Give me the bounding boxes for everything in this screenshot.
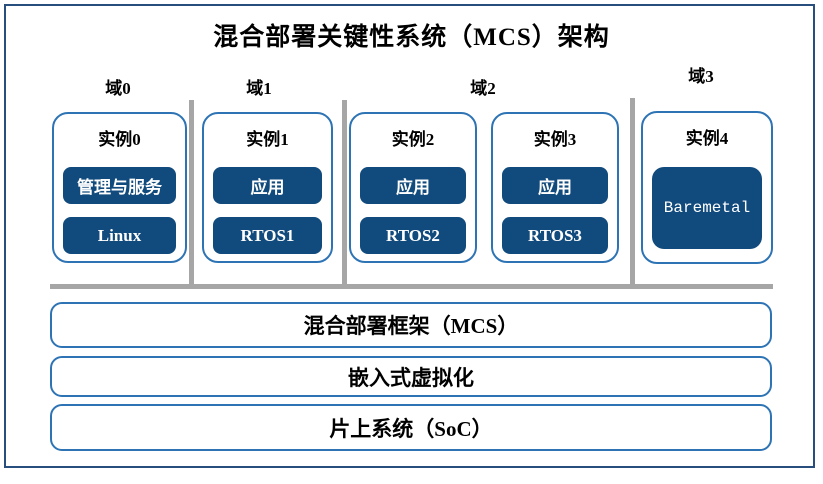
- module-baremetal: Baremetal: [652, 167, 762, 249]
- layer-mcs-framework: 混合部署框架（MCS）: [50, 302, 772, 348]
- instance-box-2: 实例2 应用 RTOS2: [349, 112, 477, 263]
- module-rtos1: RTOS1: [213, 217, 322, 254]
- domain-label-0: 域0: [105, 79, 131, 98]
- instance-label-0: 实例0: [98, 130, 141, 149]
- instances-bottom-separator: [50, 284, 773, 289]
- layer-embedded-virtualization: 嵌入式虚拟化: [50, 356, 772, 397]
- instance-box-1: 实例1 应用 RTOS1: [202, 112, 333, 263]
- layer-soc: 片上系统（SoC）: [50, 404, 772, 451]
- instance-label-2: 实例2: [391, 130, 435, 149]
- module-app-3: 应用: [502, 167, 608, 204]
- module-management-services: 管理与服务: [63, 167, 176, 204]
- module-app-1: 应用: [213, 167, 322, 204]
- module-app-2: 应用: [360, 167, 466, 204]
- instance-box-3: 实例3 应用 RTOS3: [491, 112, 619, 263]
- domain-separator-0: [189, 100, 194, 289]
- instance-label-1: 实例1: [246, 130, 289, 149]
- instance-box-4: 实例4 Baremetal: [641, 111, 773, 264]
- module-rtos2: RTOS2: [360, 217, 466, 254]
- module-linux: Linux: [63, 217, 176, 254]
- domain-label-1: 域1: [246, 79, 272, 98]
- domain-separator-2: [630, 98, 635, 289]
- domain-separator-1: [342, 100, 347, 289]
- domain-label-2: 域2: [470, 79, 496, 98]
- diagram-title: 混合部署关键性系统（MCS）架构: [213, 24, 610, 51]
- domain-label-3: 域3: [688, 67, 714, 86]
- instance-label-3: 实例3: [533, 130, 577, 149]
- module-rtos3: RTOS3: [502, 217, 608, 254]
- instance-label-4: 实例4: [685, 129, 729, 148]
- instance-box-0: 实例0 管理与服务 Linux: [52, 112, 187, 263]
